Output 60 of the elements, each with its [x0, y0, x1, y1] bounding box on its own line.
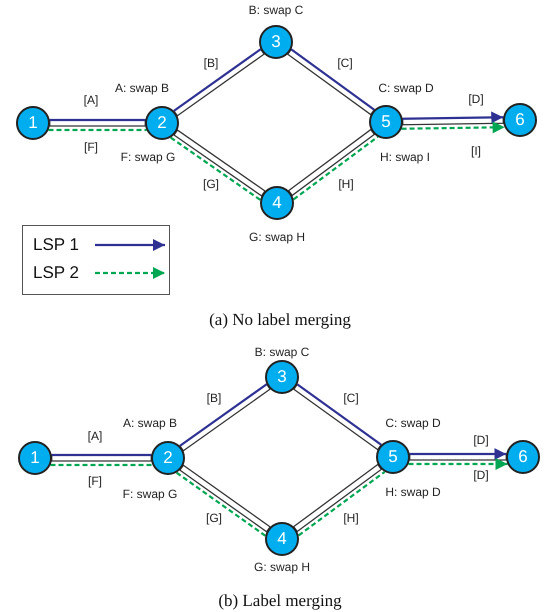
router-node: 5 [376, 440, 410, 474]
legend-text: LSP 1 [33, 234, 80, 256]
swap-annotation: G: swap H [254, 560, 310, 574]
swap-annotation: A: swap B [114, 81, 170, 95]
swap-annotation: A: swap B [122, 416, 178, 430]
path-line [292, 136, 378, 200]
path-line [48, 128, 146, 132]
swap-annotation: F: swap G [122, 487, 178, 501]
swap-annotation: C: swap D [378, 81, 434, 95]
link-line [179, 464, 271, 533]
swap-annotation: F: swap G [120, 150, 176, 164]
arrow [402, 111, 504, 124]
edge-label: [H] [343, 511, 359, 525]
router-node: 1 [16, 106, 50, 140]
path-line [50, 118, 146, 122]
swap-annotation: C: swap D [385, 416, 441, 430]
path-line [176, 472, 266, 537]
router-node: 2 [145, 106, 179, 140]
edge-label: [B] [204, 56, 218, 70]
swap-annotation: H: swap D [385, 485, 441, 499]
link-line [292, 464, 382, 532]
edge-label: [H] [338, 177, 354, 191]
edge-label: [G] [203, 177, 219, 191]
edge-label: [G] [206, 511, 222, 525]
legend-text: LSP 2 [33, 262, 80, 284]
edge-label: [A] [88, 429, 102, 443]
edge-label: [F] [88, 474, 102, 488]
edge-label: [B] [206, 391, 222, 405]
figure-caption: (b) Label merging [218, 591, 342, 611]
edge-label: [A] [84, 93, 98, 107]
figure-caption: (a) No label merging [209, 310, 351, 330]
swap-annotation: H: swap I [380, 150, 430, 164]
link-line [173, 129, 266, 197]
router-node: 6 [503, 103, 537, 137]
link-line [288, 128, 376, 196]
edge-label: [I] [471, 144, 481, 158]
router-node: 4 [265, 522, 299, 556]
router-node: 4 [260, 186, 294, 220]
router-node: 3 [259, 25, 293, 59]
edge-label: [D] [473, 433, 489, 447]
path-line [52, 454, 152, 456]
edge-label: [D] [468, 92, 484, 106]
edge-label: [D] [473, 468, 489, 482]
router-node: 1 [18, 441, 52, 475]
arrow [410, 448, 506, 460]
router-node: 2 [151, 441, 185, 475]
router-node: 3 [265, 360, 299, 394]
arrow [408, 458, 508, 470]
edge-label: [C] [343, 391, 359, 405]
swap-annotation: G: swap H [249, 230, 305, 244]
swap-annotation: B: swap C [254, 345, 310, 359]
edge-label: [F] [84, 140, 98, 154]
swap-annotation: B: swap C [248, 3, 304, 17]
router-node: 5 [369, 105, 403, 139]
arrow [402, 121, 505, 134]
path-line [50, 464, 152, 466]
path-line [298, 470, 386, 536]
edge-label: [C] [337, 56, 353, 70]
path-line [170, 136, 261, 201]
router-node: 6 [506, 440, 540, 474]
